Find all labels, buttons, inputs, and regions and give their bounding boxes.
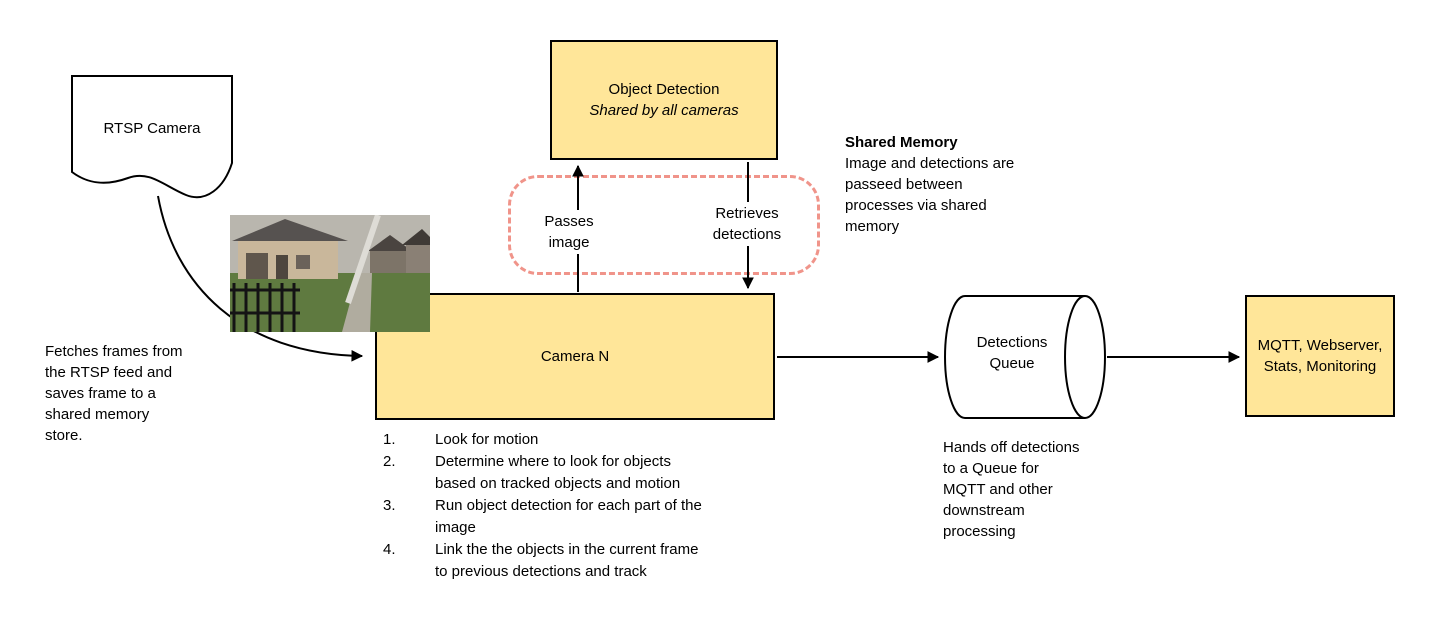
retrieves-detections-label: Retrieves detections [700,202,794,246]
camera-step-1-text: Look for motion [435,431,539,448]
camera-n-label: Camera N [540,348,610,365]
camera-step-2: 2. Determine where to look for objects b… [383,451,793,495]
shared-memory-note-title: Shared Memory [845,134,958,151]
flow-arrow-rtsp-to-camera [157,195,364,362]
mqtt-node: MQTT, Webserver, Stats, Monitoring [1245,295,1395,417]
camera-step-4-number: 4. [383,541,396,558]
shared-memory-note: Shared Memory Image and detections are p… [845,132,1060,237]
hands-off-note: Hands off detections to a Queue for MQTT… [943,439,1080,540]
camera-step-4-text: Link the the objects in the current fram… [435,541,699,580]
camera-step-3-text: Run object detection for each part of th… [435,497,702,536]
object-detection-subtitle: Shared by all cameras [589,102,739,119]
camera-n-node: Camera N [375,293,775,420]
fetch-frames-note: Fetches frames from the RTSP feed and sa… [45,343,183,444]
camera-step-1-number: 1. [383,431,396,448]
rtsp-camera-shape [71,75,233,199]
shared-memory-region [508,175,820,275]
camera-steps-list: 1. Look for motion 2. Determine where to… [383,429,793,583]
object-detection-title: Object Detection [608,81,720,98]
camera-step-2-text: Determine where to look for objects base… [435,453,681,492]
camera-snapshot-art [230,214,430,332]
camera-step-3: 3. Run object detection for each part of… [383,495,793,539]
camera-step-3-number: 3. [383,497,396,514]
detections-queue-label: Detections Queue [976,334,1048,372]
shared-memory-note-body: Image and detections are passeed between… [845,155,1015,235]
object-detection-node: Object Detection Shared by all cameras [550,40,778,160]
passes-image-label: Passes image [529,210,609,254]
camera-step-4: 4. Link the the objects in the current f… [383,539,793,583]
camera-step-1: 1. Look for motion [383,429,793,451]
camera-step-2-number: 2. [383,453,396,470]
rtsp-camera-label: RTSP Camera [103,120,201,137]
camera-snapshot-image [230,214,430,332]
detections-queue-rim [1064,295,1086,419]
